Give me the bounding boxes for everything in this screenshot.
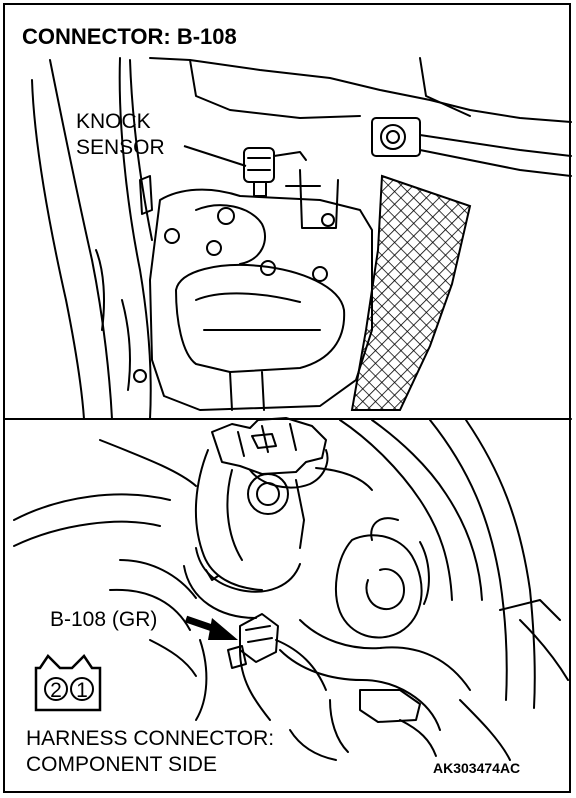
knock-sensor-label-line1: KNOCK (76, 110, 151, 133)
diagram-title: CONNECTOR: B-108 (22, 24, 237, 49)
mesh-hose (350, 174, 472, 411)
diagram-frame (3, 3, 571, 793)
top-engine-drawing (4, 57, 572, 420)
figure-code: AK303474AC (433, 760, 521, 776)
knock-sensor-leader (183, 145, 247, 167)
harness-caption-line2: COMPONENT SIDE (26, 753, 217, 776)
harness-connector-symbol (34, 654, 102, 712)
pin-1-number: 1 (76, 679, 88, 702)
harness-caption-line1: HARNESS CONNECTOR: (26, 727, 275, 750)
connector-pointer-arrow (184, 615, 238, 640)
knock-sensor-label-line2: SENSOR (76, 136, 165, 159)
connector-b108-label: B-108 (GR) (50, 608, 158, 631)
bottom-engine-drawing (13, 417, 569, 761)
pin-2-number: 2 (50, 679, 62, 702)
